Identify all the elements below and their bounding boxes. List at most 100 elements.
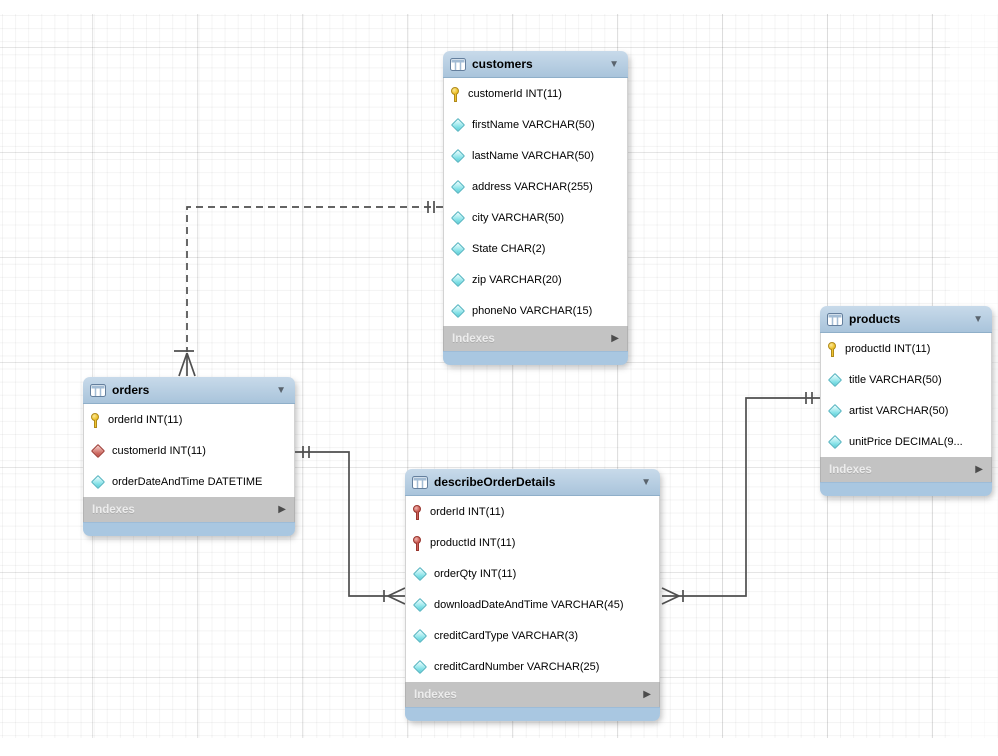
column-icon — [827, 372, 843, 387]
page-margin-bottom — [0, 738, 998, 756]
column-icon — [450, 303, 466, 318]
primary-foreign-key-icon — [413, 504, 422, 520]
column-label: artist VARCHAR(50) — [849, 404, 949, 417]
table-column-row[interactable]: orderId INT(11) — [84, 404, 294, 435]
table-column-row[interactable]: phoneNo VARCHAR(15) — [444, 295, 627, 326]
column-icon — [412, 659, 428, 674]
column-label: unitPrice DECIMAL(9... — [849, 435, 963, 448]
table-columns: orderId INT(11) customerId INT(11) order… — [83, 404, 295, 497]
table-footer — [83, 522, 295, 536]
table-header[interactable]: customers ▼ — [443, 51, 628, 78]
table-icon — [827, 312, 843, 326]
column-icon — [412, 597, 428, 612]
table-column-row[interactable]: productId INT(11) — [821, 333, 991, 364]
table-column-row[interactable]: unitPrice DECIMAL(9... — [821, 426, 991, 457]
column-icon — [450, 117, 466, 132]
column-icon — [827, 403, 843, 418]
table-column-row[interactable]: orderQty INT(11) — [406, 558, 659, 589]
table-column-row[interactable]: customerId INT(11) — [444, 78, 627, 109]
table-column-row[interactable]: orderId INT(11) — [406, 496, 659, 527]
table-columns: customerId INT(11) firstName VARCHAR(50)… — [443, 78, 628, 326]
column-label: orderDateAndTime DATETIME — [112, 475, 263, 488]
table-footer — [405, 707, 660, 721]
indexes-label: Indexes — [92, 503, 135, 516]
column-label: orderId INT(11) — [430, 505, 505, 518]
column-label: orderId INT(11) — [108, 413, 183, 426]
table-column-row[interactable]: State CHAR(2) — [444, 233, 627, 264]
table-header[interactable]: orders ▼ — [83, 377, 295, 404]
column-label: address VARCHAR(255) — [472, 180, 593, 193]
column-label: zip VARCHAR(20) — [472, 273, 562, 286]
table-header[interactable]: products ▼ — [820, 306, 992, 333]
table-column-row[interactable]: creditCardType VARCHAR(3) — [406, 620, 659, 651]
table-node-describeOrderDetails[interactable]: describeOrderDetails ▼ orderId INT(11) p… — [405, 469, 660, 721]
chevron-down-icon[interactable]: ▼ — [641, 476, 651, 488]
column-label: title VARCHAR(50) — [849, 373, 942, 386]
table-footer — [443, 351, 628, 365]
column-label: creditCardNumber VARCHAR(25) — [434, 660, 600, 673]
indexes-section[interactable]: Indexes ▶ — [820, 457, 992, 482]
column-icon — [450, 272, 466, 287]
table-column-row[interactable]: city VARCHAR(50) — [444, 202, 627, 233]
page-margin-top — [0, 0, 998, 14]
table-column-row[interactable]: title VARCHAR(50) — [821, 364, 991, 395]
primary-key-icon — [828, 341, 837, 357]
indexes-label: Indexes — [829, 463, 872, 476]
indexes-label: Indexes — [452, 332, 495, 345]
column-icon — [450, 210, 466, 225]
column-label: downloadDateAndTime VARCHAR(45) — [434, 598, 624, 611]
table-column-row[interactable]: customerId INT(11) — [84, 435, 294, 466]
table-column-row[interactable]: artist VARCHAR(50) — [821, 395, 991, 426]
table-column-row[interactable]: firstName VARCHAR(50) — [444, 109, 627, 140]
table-footer — [820, 482, 992, 496]
column-label: city VARCHAR(50) — [472, 211, 565, 224]
indexes-section[interactable]: Indexes ▶ — [405, 682, 660, 707]
column-label: orderQty INT(11) — [434, 567, 517, 580]
indexes-section[interactable]: Indexes ▶ — [83, 497, 295, 522]
column-icon — [450, 179, 466, 194]
expand-arrow-icon[interactable]: ▶ — [278, 504, 286, 515]
table-node-orders[interactable]: orders ▼ orderId INT(11) customerId INT(… — [83, 377, 295, 536]
column-icon — [450, 148, 466, 163]
chevron-down-icon[interactable]: ▼ — [609, 58, 619, 70]
table-columns: productId INT(11) title VARCHAR(50) arti… — [820, 333, 992, 457]
column-icon — [827, 434, 843, 449]
column-label: State CHAR(2) — [472, 242, 546, 255]
column-label: firstName VARCHAR(50) — [472, 118, 595, 131]
expand-arrow-icon[interactable]: ▶ — [643, 689, 651, 700]
relationship-products-describeOrderDetails[interactable] — [661, 392, 820, 605]
column-label: creditCardType VARCHAR(3) — [434, 629, 579, 642]
table-column-row[interactable]: productId INT(11) — [406, 527, 659, 558]
relationship-customers-orders[interactable] — [174, 201, 443, 377]
column-icon — [412, 566, 428, 581]
table-icon — [412, 475, 428, 489]
table-column-row[interactable]: orderDateAndTime DATETIME — [84, 466, 294, 497]
table-header[interactable]: describeOrderDetails ▼ — [405, 469, 660, 496]
chevron-down-icon[interactable]: ▼ — [276, 384, 286, 396]
column-label: phoneNo VARCHAR(15) — [472, 304, 593, 317]
table-node-products[interactable]: products ▼ productId INT(11) title VARCH… — [820, 306, 992, 496]
relationship-orders-describeOrderDetails[interactable] — [295, 446, 406, 605]
column-icon — [412, 628, 428, 643]
primary-key-icon — [451, 86, 460, 102]
table-column-row[interactable]: downloadDateAndTime VARCHAR(45) — [406, 589, 659, 620]
column-label: productId INT(11) — [845, 342, 931, 355]
expand-arrow-icon[interactable]: ▶ — [975, 464, 983, 475]
expand-arrow-icon[interactable]: ▶ — [611, 333, 619, 344]
indexes-section[interactable]: Indexes ▶ — [443, 326, 628, 351]
indexes-label: Indexes — [414, 688, 457, 701]
table-column-row[interactable]: zip VARCHAR(20) — [444, 264, 627, 295]
table-column-row[interactable]: address VARCHAR(255) — [444, 171, 627, 202]
primary-foreign-key-icon — [413, 535, 422, 551]
table-node-customers[interactable]: customers ▼ customerId INT(11) firstName… — [443, 51, 628, 365]
table-column-row[interactable]: creditCardNumber VARCHAR(25) — [406, 651, 659, 682]
column-icon — [90, 474, 106, 489]
chevron-down-icon[interactable]: ▼ — [973, 313, 983, 325]
table-column-row[interactable]: lastName VARCHAR(50) — [444, 140, 627, 171]
table-title: customers — [472, 57, 533, 71]
column-label: customerId INT(11) — [112, 444, 206, 457]
table-icon — [450, 57, 466, 71]
column-label: customerId INT(11) — [468, 87, 562, 100]
